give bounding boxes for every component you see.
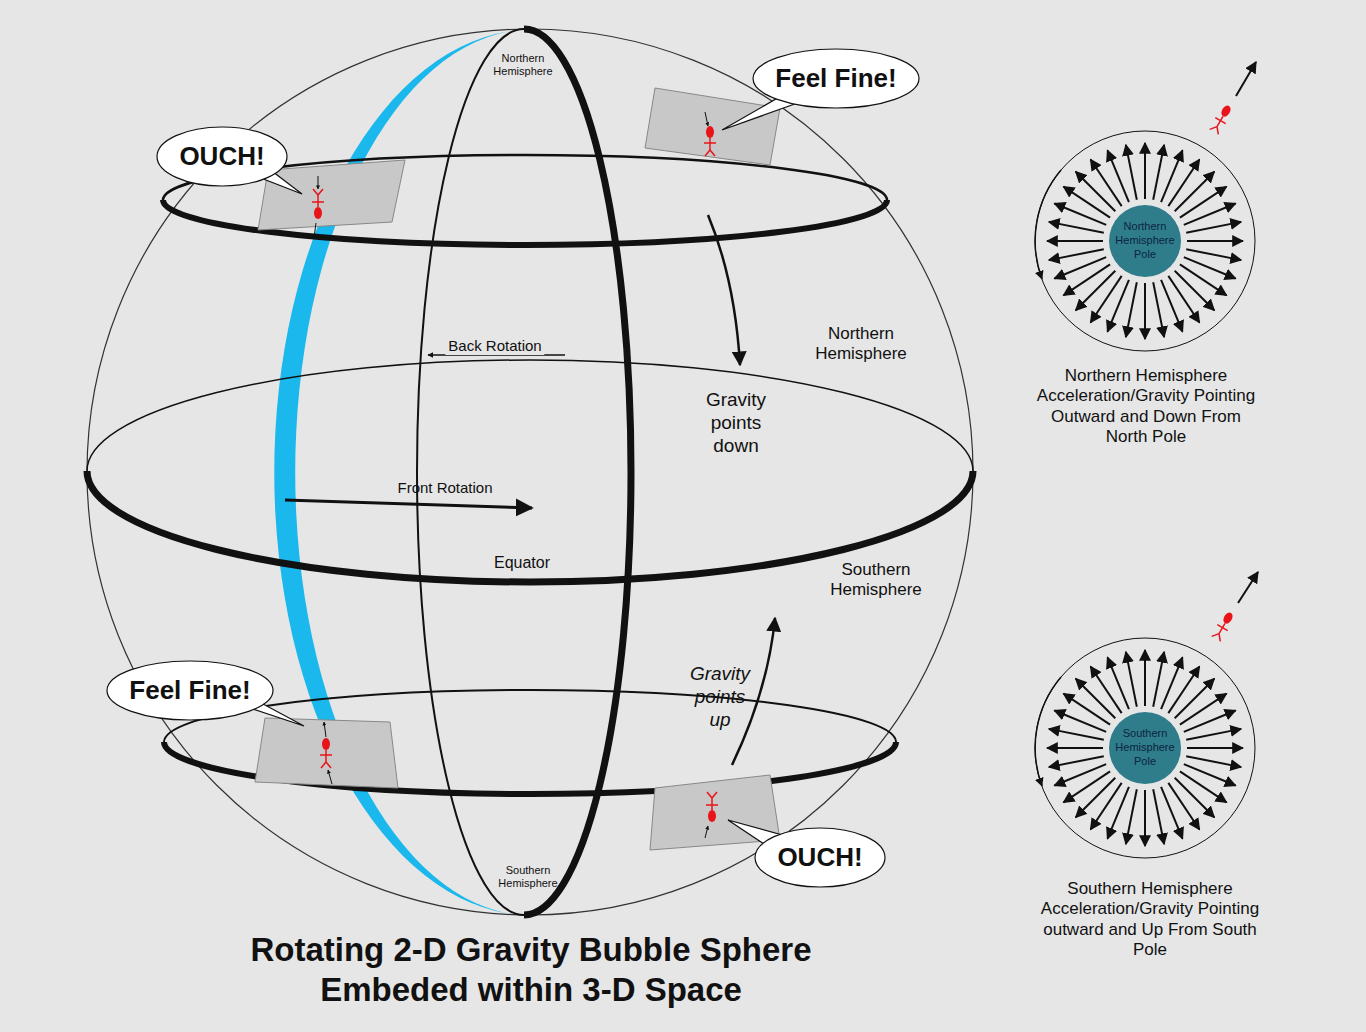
gravity-arrow	[1184, 764, 1236, 785]
gravity-arrow	[1126, 652, 1137, 707]
gravity-arrow	[1107, 280, 1128, 332]
gravity-arrow	[1076, 172, 1116, 212]
gravity-arrow	[1168, 276, 1199, 323]
pole-label: Northern Hemisphere Pole	[1114, 220, 1176, 261]
label-text: Northern Hemisphere	[806, 324, 916, 365]
gravity-arrow	[1153, 652, 1164, 707]
gravity-arrow	[1184, 203, 1236, 224]
gravity-arrow	[1175, 679, 1215, 719]
gravity-arrow	[1076, 271, 1116, 311]
gravity-arrow	[1054, 257, 1106, 278]
label-text: Equator	[494, 553, 550, 572]
gravity-arrow	[1180, 694, 1227, 725]
gravity-arrow	[1180, 264, 1227, 295]
gravity-arrow	[1126, 145, 1137, 200]
label-text: Northern Hemisphere	[483, 52, 563, 78]
gravity-arrow	[1054, 710, 1106, 731]
label-text: Gravity points up	[685, 663, 755, 731]
gravity-arrow	[1076, 679, 1116, 719]
gravity-arrow	[1144, 650, 1146, 706]
speech-bubble: Feel Fine!	[106, 660, 274, 721]
gravity-arrow	[1153, 789, 1164, 844]
diagram-title: Rotating 2-D Gravity Bubble Sphere Embed…	[186, 930, 876, 1009]
gravity-arrow	[1064, 694, 1111, 725]
gravity-arrow	[1091, 276, 1122, 323]
gravity-arrow	[1180, 771, 1227, 802]
gravity-arrow	[1049, 222, 1104, 233]
gravity-arrow	[1107, 150, 1128, 202]
gravity-arrow	[1175, 778, 1215, 818]
gravity-arrow	[1064, 264, 1111, 295]
pole-circle: Southern Hemisphere Pole	[1109, 712, 1181, 784]
gravity-arrow	[1054, 203, 1106, 224]
gravity-arrow	[1184, 257, 1236, 278]
speech-bubble: OUCH!	[156, 126, 288, 187]
gravity-arrow	[1144, 143, 1146, 199]
gravity-arrow	[1153, 145, 1164, 200]
gravity-arrow	[1091, 667, 1122, 714]
gravity-arrow	[1126, 282, 1137, 337]
pole-circle: Northern Hemisphere Pole	[1109, 205, 1181, 277]
gravity-arrow	[1161, 150, 1182, 202]
gravity-arrow	[1161, 657, 1182, 709]
gravity-arrow	[1049, 729, 1104, 740]
gravity-arrow	[1168, 783, 1199, 830]
label-text: Northern Hemisphere Acceleration/Gravity…	[1030, 366, 1262, 448]
gravity-arrow	[1187, 240, 1243, 242]
gravity-arrow	[1047, 240, 1103, 242]
gravity-arrow	[1168, 160, 1199, 207]
pole-label: Southern Hemisphere Pole	[1114, 727, 1176, 768]
gravity-arrow	[1161, 280, 1182, 332]
label-text: Southern Hemisphere	[488, 864, 568, 890]
speech-bubble: Feel Fine!	[752, 48, 920, 109]
gravity-arrow	[1180, 187, 1227, 218]
gravity-arrow	[1168, 667, 1199, 714]
gravity-arrow	[1064, 187, 1111, 218]
gravity-arrow	[1091, 160, 1122, 207]
bubble-text: Feel Fine!	[775, 63, 896, 94]
gravity-arrow	[1107, 787, 1128, 839]
gravity-arrow	[1049, 249, 1104, 260]
gravity-arrow	[1144, 790, 1146, 846]
bubble-text: OUCH!	[777, 842, 862, 873]
label-text: Front Rotation	[397, 479, 492, 497]
gravity-arrow	[1184, 710, 1236, 731]
gravity-arrow	[1186, 756, 1241, 767]
gravity-arrow	[1047, 747, 1103, 749]
bubble-text: Feel Fine!	[129, 675, 250, 706]
gravity-arrow	[1153, 282, 1164, 337]
gravity-arrow	[1107, 657, 1128, 709]
label-text: Gravity points down	[696, 389, 776, 457]
gravity-arrow	[1126, 789, 1137, 844]
gravity-arrow	[1175, 271, 1215, 311]
gravity-arrow	[1186, 222, 1241, 233]
gravity-arrow	[1054, 764, 1106, 785]
gravity-arrow	[1076, 778, 1116, 818]
gravity-arrow	[1186, 249, 1241, 260]
gravity-arrow	[1091, 783, 1122, 830]
label-text: Back Rotation	[445, 337, 544, 355]
gravity-arrow	[1187, 747, 1243, 749]
gravity-arrow	[1064, 771, 1111, 802]
gravity-arrow	[1186, 729, 1241, 740]
gravity-arrow	[1161, 787, 1182, 839]
label-text: Southern Hemisphere Acceleration/Gravity…	[1034, 879, 1266, 961]
speech-bubble: OUCH!	[754, 827, 886, 888]
label-text: Southern Hemisphere	[821, 560, 931, 601]
gravity-arrow	[1049, 756, 1104, 767]
gravity-arrow	[1144, 283, 1146, 339]
bubble-text: OUCH!	[179, 141, 264, 172]
gravity-arrow	[1175, 172, 1215, 212]
